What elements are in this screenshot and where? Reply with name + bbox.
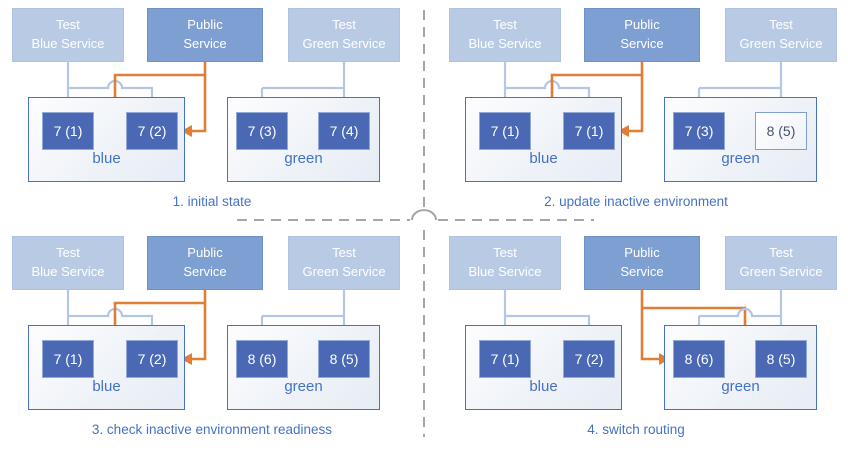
- test-green-service-box: Test Green Service: [725, 236, 837, 290]
- service-label-line2: Blue Service: [31, 36, 105, 51]
- environment-label: blue: [92, 378, 121, 395]
- panel-switch-routing: Test Blue Service Public Service Test Gr…: [424, 228, 848, 456]
- pod-replica: 8 (5): [755, 340, 807, 378]
- environment-label: green: [284, 378, 323, 395]
- environment-label: blue: [529, 378, 558, 395]
- diagram-area: Test Blue Service Public Service Test Gr…: [437, 0, 848, 228]
- service-label-line2: Service: [620, 264, 664, 279]
- service-label-line2: Service: [620, 36, 664, 51]
- service-label-line1: Test: [493, 245, 517, 261]
- green-environment-box: 8 (6) 8 (5) green: [227, 325, 380, 410]
- pod-replica: 8 (5): [318, 340, 370, 378]
- environment-label: blue: [92, 150, 121, 167]
- arrow-line-with-hop: [699, 307, 781, 318]
- pod-replica: 7 (1): [42, 340, 94, 378]
- service-label-line1: Public: [624, 245, 660, 261]
- step-caption: 2. update inactive environment: [544, 194, 728, 209]
- blue-environment-box: 7 (1) 7 (1) blue: [465, 97, 622, 182]
- service-label-line1: Test: [769, 17, 793, 33]
- pod-replica: 7 (2): [563, 340, 615, 378]
- public-service-box: Public Service: [147, 236, 263, 290]
- pod-replica: 7 (1): [479, 340, 531, 378]
- pod-replica: 8 (6): [236, 340, 288, 378]
- service-label-line1: Test: [56, 17, 80, 33]
- public-service-box: Public Service: [584, 236, 700, 290]
- service-label-line1: Test: [332, 17, 356, 33]
- test-blue-service-box: Test Blue Service: [12, 236, 124, 290]
- panel-initial-state: Test Blue Service Public Service Test Gr…: [0, 0, 424, 228]
- green-environment-box: 7 (3) 7 (4) green: [227, 97, 380, 182]
- service-label-line2: Service: [183, 36, 227, 51]
- step-caption: 3. check inactive environment readiness: [91, 422, 333, 437]
- blue-environment-box: 7 (1) 7 (2) blue: [465, 325, 622, 410]
- step-caption: 1. initial state: [172, 194, 252, 209]
- pod-replica: 7 (3): [673, 112, 725, 150]
- green-environment-box: 8 (6) 8 (5) green: [664, 325, 817, 410]
- pod-replica-inactive: 8 (5): [755, 112, 807, 150]
- public-service-box: Public Service: [584, 8, 700, 62]
- service-label-line2: Green Service: [739, 36, 823, 51]
- environment-label: green: [721, 150, 760, 167]
- environment-label: green: [721, 378, 760, 395]
- step-caption: 4. switch routing: [587, 422, 685, 437]
- service-label-line1: Test: [56, 245, 80, 261]
- pod-replica: 7 (3): [236, 112, 288, 150]
- blue-environment-box: 7 (1) 7 (2) blue: [28, 97, 185, 182]
- test-blue-service-box: Test Blue Service: [449, 236, 561, 290]
- test-green-service-box: Test Green Service: [288, 8, 400, 62]
- service-label-line1: Test: [332, 245, 356, 261]
- service-label-line1: Public: [187, 17, 223, 33]
- service-label-line2: Service: [183, 264, 227, 279]
- pod-replica: 7 (4): [318, 112, 370, 150]
- test-green-service-box: Test Green Service: [725, 8, 837, 62]
- environment-label: green: [284, 150, 323, 167]
- pod-replica: 7 (2): [126, 112, 178, 150]
- panel-check-inactive-environment-readiness: Test Blue Service Public Service Test Gr…: [0, 228, 424, 456]
- arrow-line: [192, 290, 207, 361]
- arrow-line: [192, 62, 207, 133]
- arrow-line: [629, 62, 644, 133]
- service-label-line2: Blue Service: [31, 264, 105, 279]
- panel-update-inactive-environment: Test Blue Service Public Service Test Gr…: [424, 0, 848, 228]
- test-blue-service-box: Test Blue Service: [12, 8, 124, 62]
- service-label-line1: Test: [769, 245, 793, 261]
- service-label-line2: Green Service: [302, 264, 386, 279]
- environment-label: blue: [529, 150, 558, 167]
- service-label-line2: Green Service: [739, 264, 823, 279]
- service-label-line1: Test: [493, 17, 517, 33]
- green-environment-box: 7 (3) 8 (5) green: [664, 97, 817, 182]
- public-service-box: Public Service: [147, 8, 263, 62]
- service-label-line2: Blue Service: [468, 36, 542, 51]
- service-label-line1: Public: [187, 245, 223, 261]
- blue-environment-box: 7 (1) 7 (2) blue: [28, 325, 185, 410]
- pod-replica: 7 (1): [563, 112, 615, 150]
- pod-replica: 7 (2): [126, 340, 178, 378]
- test-green-service-box: Test Green Service: [288, 236, 400, 290]
- arrow-line: [640, 290, 659, 361]
- service-label-line1: Public: [624, 17, 660, 33]
- test-blue-service-box: Test Blue Service: [449, 8, 561, 62]
- pod-replica: 7 (1): [42, 112, 94, 150]
- pod-replica: 8 (6): [673, 340, 725, 378]
- service-label-line2: Blue Service: [468, 264, 542, 279]
- service-label-line2: Green Service: [302, 36, 386, 51]
- pod-replica: 7 (1): [479, 112, 531, 150]
